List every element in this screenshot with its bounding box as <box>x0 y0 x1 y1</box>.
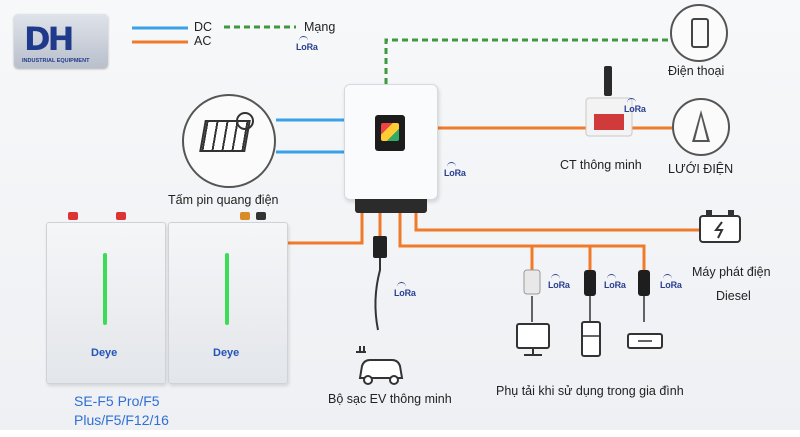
pv-label: Tấm pin quang điện <box>168 193 279 207</box>
battery-brand-2: Deye <box>213 347 240 359</box>
sun-icon <box>236 112 254 130</box>
inverter-base <box>355 199 427 213</box>
bottom-strip <box>0 430 800 437</box>
logo-mark: DH <box>24 20 74 58</box>
ev-cable <box>374 258 381 331</box>
grid-label: LƯỚI ĐIỆN <box>668 162 734 176</box>
lora-badge-inverter: LoRa <box>444 162 466 178</box>
smart-plug-3 <box>638 270 650 296</box>
generator-icon <box>699 210 741 243</box>
smart-plug-1 <box>523 269 541 295</box>
lora-badge-ct: LoRa <box>624 98 646 114</box>
lora-badge-ev: LoRa <box>394 282 416 298</box>
battery-led-1 <box>103 253 107 325</box>
legend-dc-label: DC <box>194 20 213 34</box>
loads-label: Phụ tải khi sử dụng trong gia đình <box>496 384 684 398</box>
battery-terminal-2a <box>240 212 250 220</box>
smart-plug-2 <box>584 270 596 296</box>
battery-terminal-1b <box>116 212 126 220</box>
legend-ac-label: AC <box>194 34 212 48</box>
pv-circle <box>182 94 276 188</box>
lora-badge-legend: LoRa <box>296 36 318 52</box>
ev-label: Bộ sạc EV thông minh <box>328 392 452 406</box>
grid-circle <box>672 98 730 156</box>
battery-model-line1: SE-F5 Pro/F5 <box>74 393 160 409</box>
logo-subtitle: INDUSTRIAL EQUIPMENT <box>22 58 90 64</box>
lora-badge-load-2: LoRa <box>604 274 626 290</box>
phone-circle <box>670 4 728 62</box>
hybrid-inverter <box>344 84 438 213</box>
legend-network-label: Mạng <box>304 20 336 34</box>
lora-badge-load-1: LoRa <box>548 274 570 290</box>
lora-badge-load-3: LoRa <box>660 274 682 290</box>
ct-meter-icon <box>585 66 633 137</box>
generator-label-line2: Diesel <box>716 289 751 303</box>
battery-terminal-2b <box>256 212 266 220</box>
battery-line <box>288 206 364 245</box>
generator-label-line1: Máy phát điện <box>692 265 771 279</box>
tv-icon <box>516 323 550 349</box>
inverter-screen <box>375 115 405 151</box>
battery-led-2 <box>225 253 229 325</box>
loads-line <box>398 206 646 270</box>
battery-module-2: Deye <box>168 222 288 384</box>
car-icon <box>356 346 404 385</box>
generator-line <box>414 206 700 232</box>
phone-label: Điện thoại <box>668 64 725 78</box>
company-logo: DH INDUSTRIAL EQUIPMENT <box>14 14 108 68</box>
ev-charger-box <box>373 236 387 258</box>
battery-model: SE-F5 Pro/F5 Plus/F5/F12/16 <box>74 392 169 430</box>
battery-terminal-1a <box>68 212 78 220</box>
battery-brand-1: Deye <box>91 347 118 359</box>
phone-icon <box>691 18 709 48</box>
network-line <box>384 38 668 84</box>
battery-model-line2: Plus/F5/F12/16 <box>74 412 169 428</box>
battery-module-1: Deye <box>46 222 166 384</box>
fridge-icon <box>581 321 601 357</box>
ct-label: CT thông minh <box>560 158 642 172</box>
